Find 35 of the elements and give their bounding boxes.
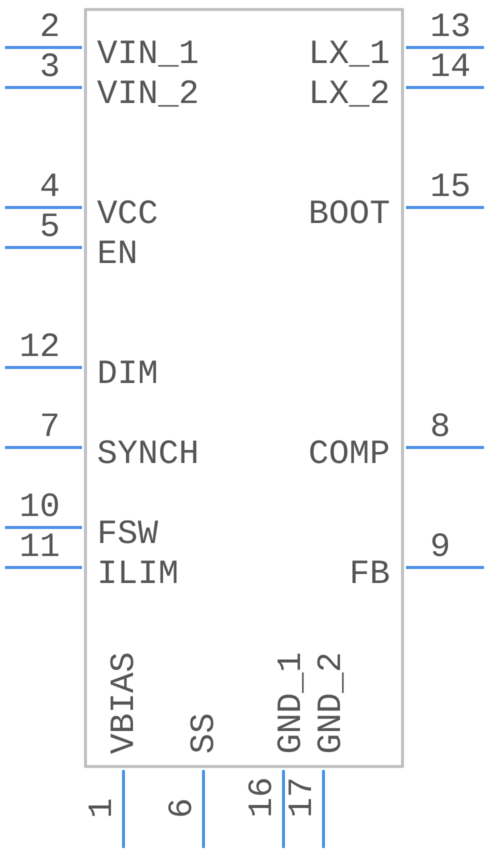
pin-number: 15 (430, 171, 471, 205)
pin-name: LX_1 (308, 38, 390, 72)
pin-number: 9 (430, 531, 450, 565)
pin-name: FSW (97, 518, 158, 552)
pin-name: VBIAS (108, 652, 142, 754)
pin-name: BOOT (308, 198, 390, 232)
pin-name: COMP (308, 438, 390, 472)
pin-name: ILIM (97, 558, 179, 592)
pin-number: 13 (430, 11, 471, 45)
pin-name: DIM (97, 358, 158, 392)
pin-number: 12 (19, 331, 60, 365)
pin-name: GND_1 (275, 652, 309, 754)
pin-number: 5 (40, 211, 60, 245)
pin-name: SYNCH (97, 438, 200, 472)
pin-name: VCC (97, 198, 158, 232)
pin-name: SS (188, 713, 222, 754)
pin-number: 7 (40, 411, 60, 445)
pin-name: FB (349, 558, 390, 592)
pin-number: 6 (166, 798, 200, 818)
pin-name: VIN_2 (97, 78, 200, 112)
pin-name: GND_2 (315, 652, 349, 754)
pin-number: 11 (19, 531, 60, 565)
pin-number: 8 (430, 411, 450, 445)
pin-number: 10 (19, 491, 60, 525)
pin-name: VIN_1 (97, 38, 200, 72)
pin-number: 14 (430, 51, 471, 85)
pin-number: 4 (40, 171, 60, 205)
pin-number: 16 (246, 777, 280, 818)
pin-name: LX_2 (308, 78, 390, 112)
ic-body (84, 8, 404, 768)
pin-number: 2 (40, 11, 60, 45)
pin-number: 17 (286, 777, 320, 818)
pin-number: 3 (40, 51, 60, 85)
pin-name: EN (97, 238, 138, 272)
pin-number: 1 (86, 798, 120, 818)
